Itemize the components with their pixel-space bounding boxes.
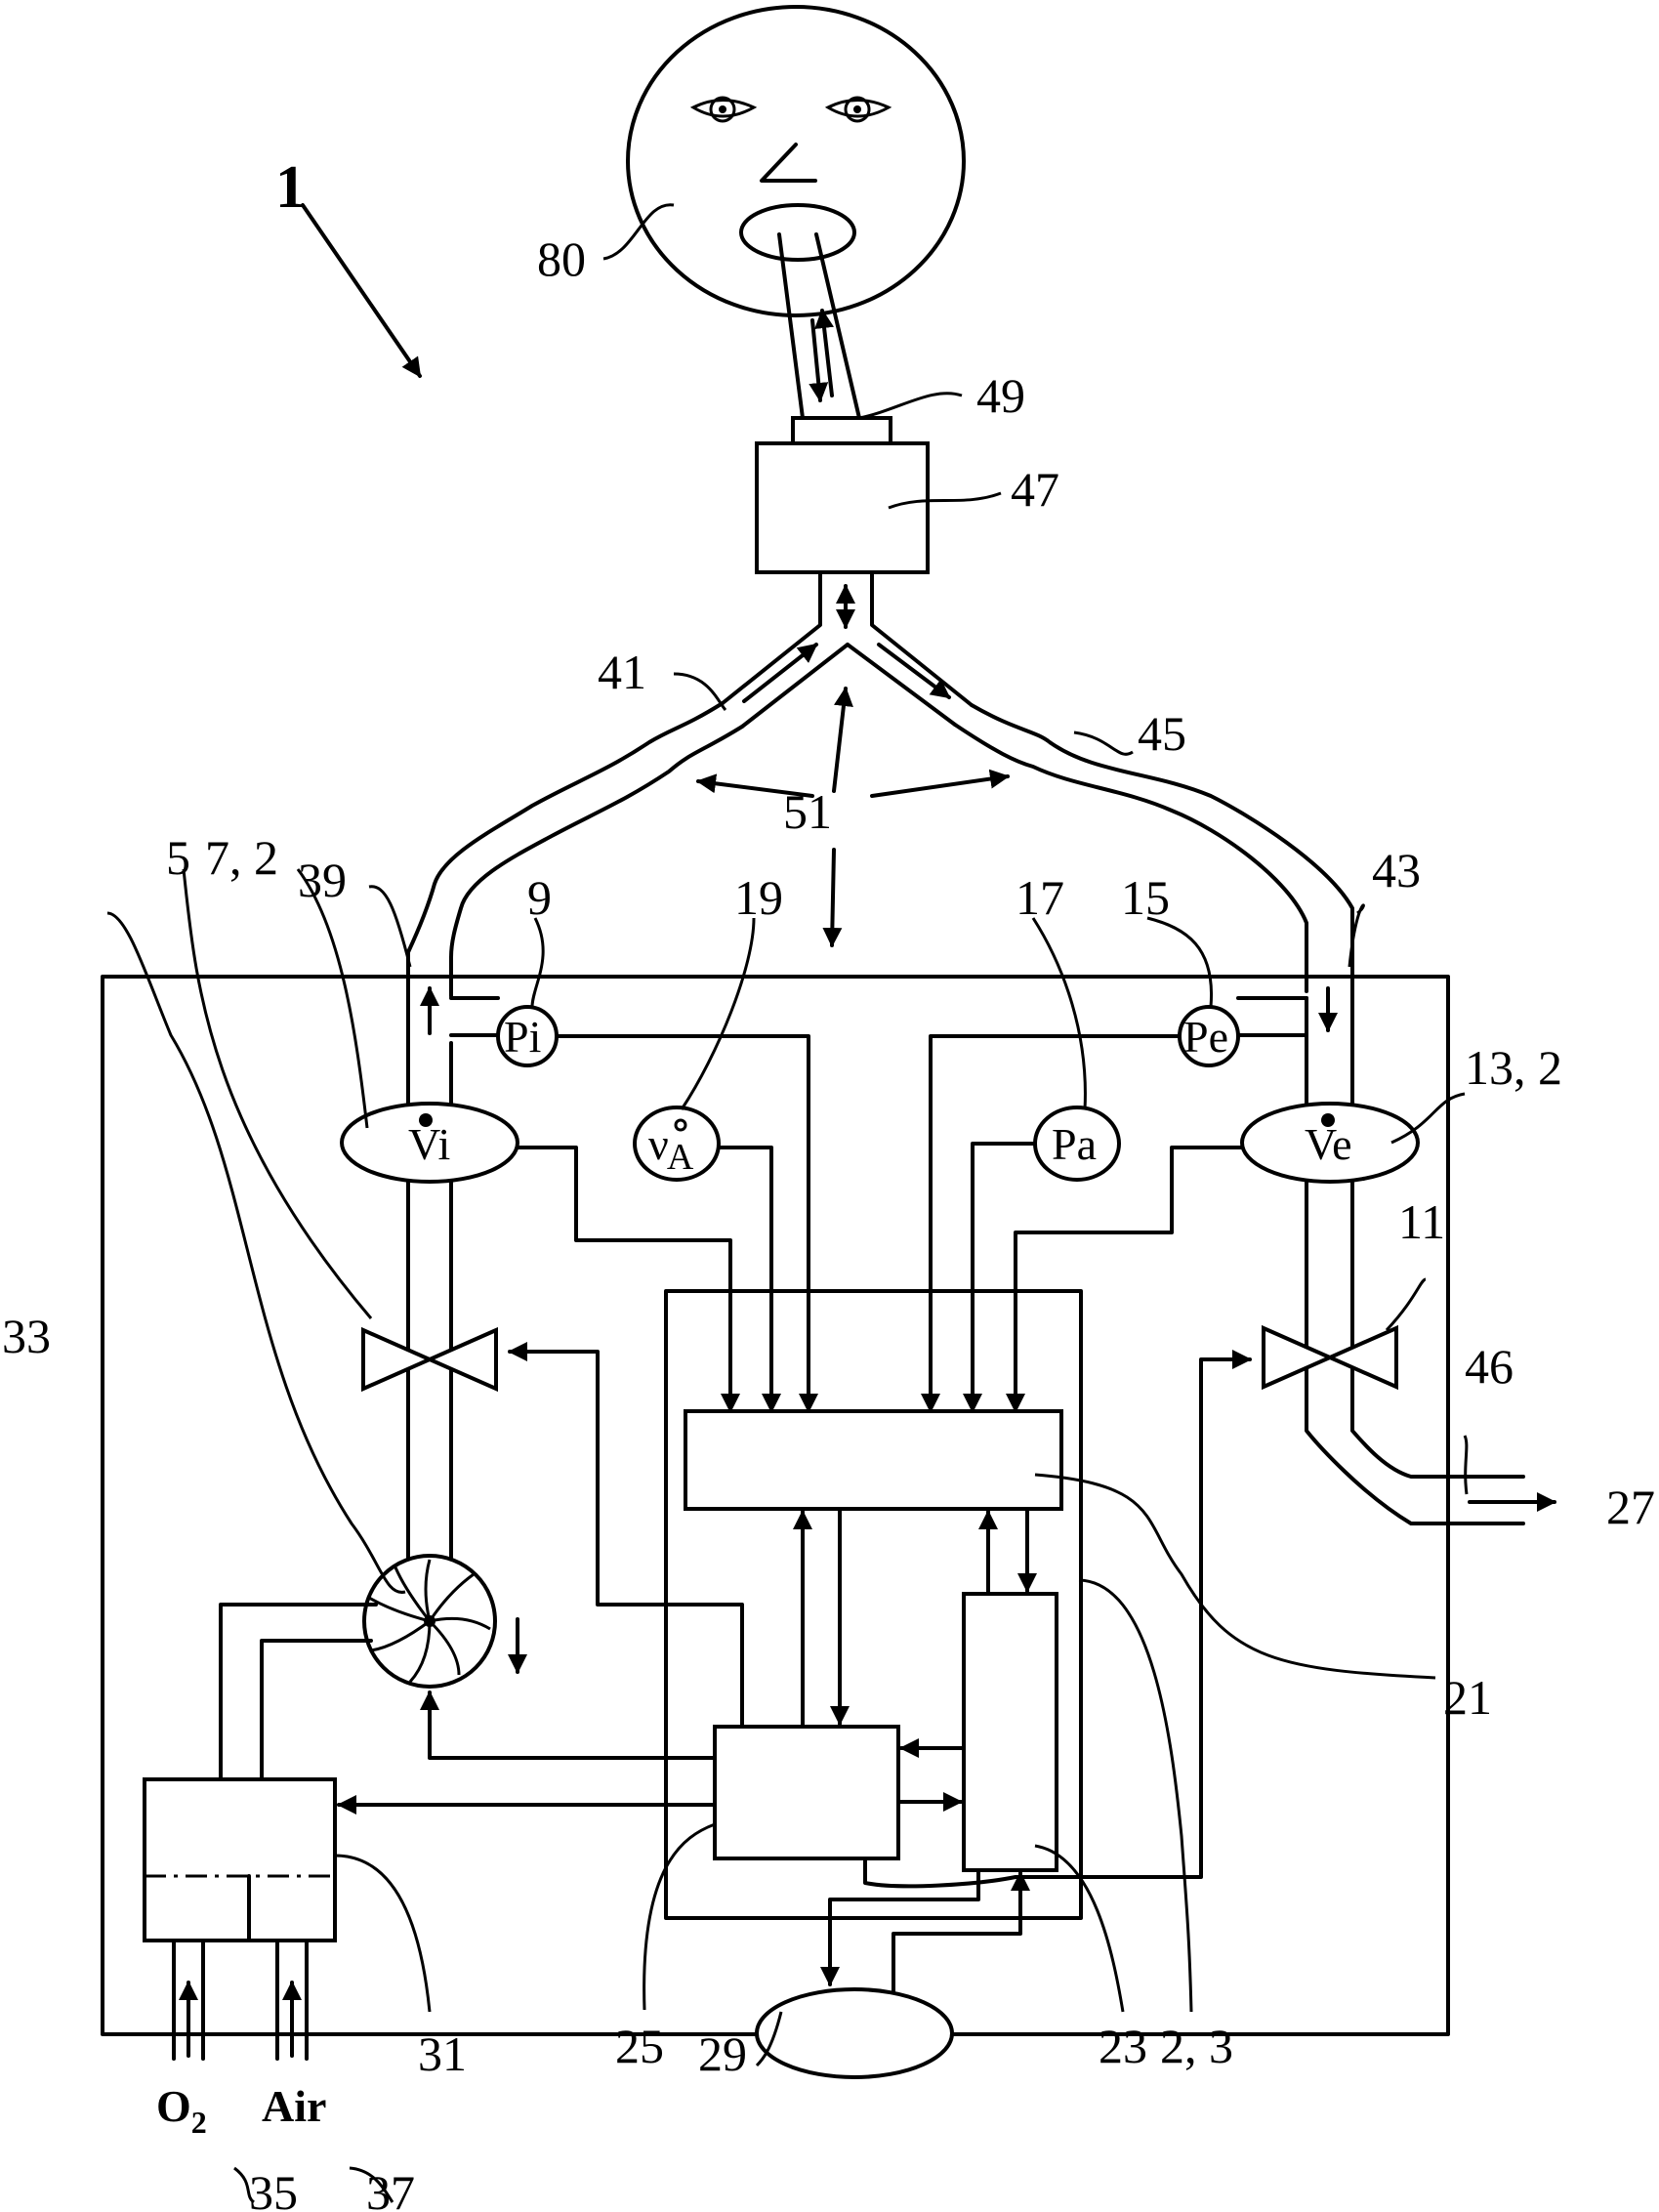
- label-15: 15: [1121, 870, 1170, 925]
- insp-valve: [363, 1330, 496, 1389]
- memory-unit: [964, 1594, 1057, 1870]
- label-19: 19: [734, 870, 783, 925]
- label-13-2: 13, 2: [1465, 1040, 1562, 1095]
- display: [757, 1989, 952, 2077]
- o2-text: O: [156, 2081, 191, 2131]
- figure-number: 1: [275, 154, 306, 221]
- mixer-box: [145, 1779, 335, 1941]
- patient-head: [628, 7, 964, 315]
- y-piece: [723, 572, 972, 727]
- label-9: 9: [527, 870, 552, 925]
- o2-subscript: 2: [191, 2105, 207, 2140]
- label-17: 17: [1016, 870, 1064, 925]
- o2-label: O2: [156, 2081, 207, 2140]
- label-2-3: 2, 3: [1160, 2019, 1233, 2073]
- label-43: 43: [1372, 843, 1421, 897]
- label-39: 39: [298, 853, 347, 907]
- label-31: 31: [418, 2026, 467, 2081]
- label-27: 27: [1606, 1480, 1655, 1534]
- label-29: 29: [698, 2026, 747, 2081]
- label-23: 23: [1099, 2019, 1147, 2073]
- label-11: 11: [1398, 1194, 1445, 1249]
- air-label: Air: [262, 2081, 326, 2131]
- label-51: 51: [783, 784, 832, 839]
- label-5: 5: [166, 830, 190, 885]
- pe-label: Pe: [1183, 1012, 1228, 1062]
- inspiratory-line: [408, 977, 451, 1631]
- o2-input: [174, 1941, 203, 2059]
- va-sub: A: [667, 1137, 694, 1178]
- label-80: 80: [537, 231, 586, 286]
- exp-valve: [1264, 1328, 1396, 1387]
- label-21: 21: [1443, 1670, 1492, 1725]
- label-37: 37: [366, 2165, 415, 2212]
- humidifier-box: [757, 443, 928, 572]
- pa-label: Pa: [1052, 1119, 1097, 1169]
- evaluation-unit: [685, 1411, 1061, 1509]
- blower: [364, 1556, 518, 1687]
- inspiratory-hose: [408, 703, 742, 991]
- label-33: 33: [2, 1309, 51, 1363]
- va-nu: ν: [648, 1119, 669, 1169]
- control-unit: [715, 1727, 898, 1858]
- label-46: 46: [1465, 1339, 1514, 1394]
- label-47: 47: [1011, 462, 1059, 517]
- pi-label: Pi: [504, 1012, 541, 1062]
- label-45: 45: [1138, 706, 1186, 761]
- label-35: 35: [249, 2165, 298, 2212]
- label-25: 25: [615, 2019, 664, 2073]
- label-41: 41: [598, 645, 646, 699]
- label-49: 49: [976, 368, 1025, 423]
- label-7-2: 7, 2: [205, 830, 278, 885]
- air-input: [277, 1941, 307, 2059]
- ve-label: Ve: [1305, 1119, 1352, 1169]
- adapter: [793, 418, 891, 443]
- vi-label: Vi: [408, 1119, 450, 1169]
